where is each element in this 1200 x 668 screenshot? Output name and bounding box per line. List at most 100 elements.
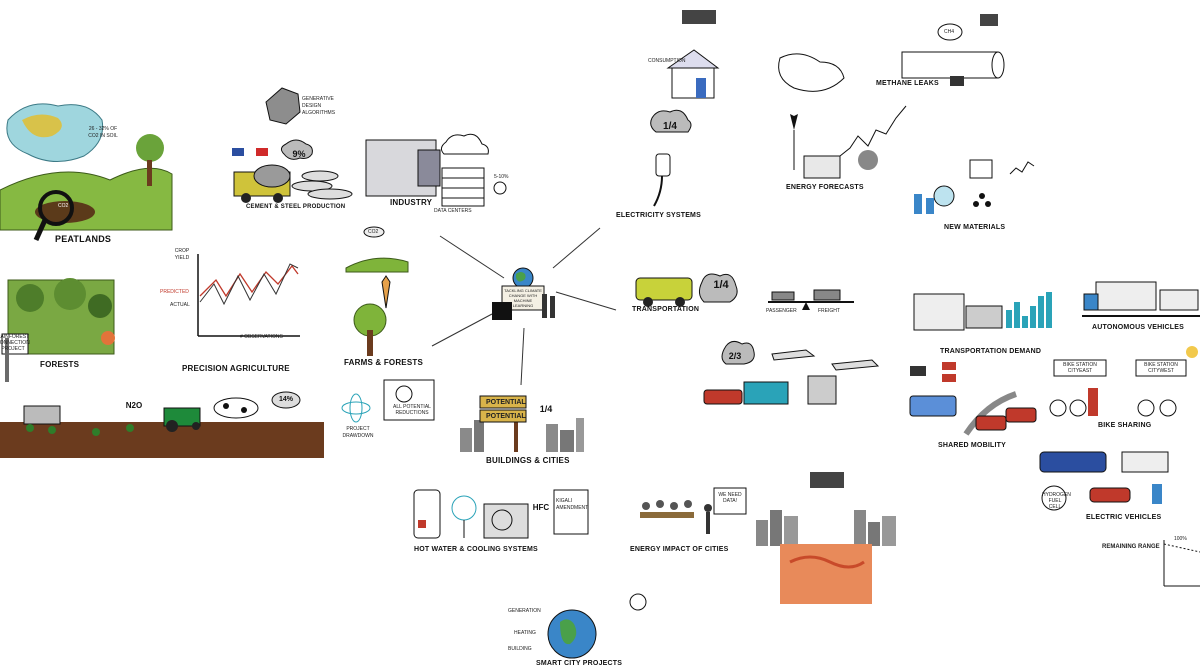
- ev-charger-label: HYDROGEN FUEL CELL: [1042, 492, 1071, 510]
- new-materials-illustration: [914, 159, 1035, 214]
- cow-pct-bubble: 14%: [278, 395, 293, 403]
- buildings-illustration: [460, 395, 584, 452]
- electricity-fraction: 1/4: [663, 120, 677, 132]
- shared-mobility-label: SHARED MOBILITY: [938, 442, 1006, 449]
- bike-station-2: BIKE STATION CITYWEST: [1144, 362, 1178, 374]
- globe-icon: [492, 267, 555, 320]
- drawdown-label: PROJECT DRAWDOWN: [342, 426, 374, 439]
- traffic-illustration: [703, 340, 880, 405]
- energy-cities-label: ENERGY IMPACT OF CITIES: [630, 546, 729, 553]
- new-materials-group[interactable]: NEW MATERIALS: [906, 152, 1036, 234]
- buildings-fraction: 1/4: [539, 404, 553, 414]
- energy-cities-board: WE NEED DATA!: [718, 492, 742, 504]
- precision-ag-label: PRECISION AGRICULTURE: [182, 364, 290, 373]
- electricity-house-sign: CONSUMPTION: [648, 58, 686, 64]
- forests-label: FORESTS: [40, 360, 80, 369]
- peatlands-co2: CO2: [58, 203, 69, 209]
- farms-illustration: [345, 226, 409, 356]
- buildings-group[interactable]: POTENTIAL POTENTIAL 1/4 BUILDINGS & CITI…: [456, 388, 586, 468]
- methane-label: METHANE LEAKS: [876, 80, 939, 87]
- smart-city-label: SMART CITY PROJECTS: [536, 660, 623, 667]
- center-hub[interactable]: Tackling Climate Change with Machine Lea…: [490, 266, 566, 328]
- range-group[interactable]: 100% REMAINING RANGE: [1100, 530, 1200, 590]
- peatlands-group[interactable]: 26 - 32% of CO2 in SOIL CO2 PEATLANDS: [0, 90, 180, 250]
- yield-chart: [197, 254, 300, 337]
- center-hub-text: Tackling Climate Change with Machine Lea…: [504, 288, 542, 308]
- industry-label: INDUSTRY: [390, 198, 433, 207]
- trucks-illustration: [1082, 281, 1200, 317]
- energy-forecasts-illustration: [778, 53, 907, 179]
- city-map-group: [754, 470, 900, 606]
- electricity-label: ELECTRICITY SYSTEMS: [616, 212, 701, 219]
- ev-group[interactable]: HYDROGEN FUEL CELL ELECTRIC VEHICLES: [1034, 440, 1200, 524]
- ev-illustration: [1039, 451, 1169, 511]
- chart-actual: ACTUAL: [170, 302, 190, 308]
- peatlands-stat: 26 - 32% of CO2 in SOIL: [88, 126, 118, 139]
- cement-percent: 9%: [292, 149, 306, 159]
- smart-city-item-0: GENERATION: [508, 608, 541, 614]
- autonomous-label: AUTONOMOUS VEHICLES: [1092, 324, 1184, 331]
- peatlands-label: PEATLANDS: [55, 234, 112, 244]
- hotwater-group[interactable]: HFC KIGALI AMENDMENT HOT WATER & COOLING…: [406, 480, 594, 558]
- forests-sign: RAINFOREST CONNECTION PROJECT: [0, 334, 30, 352]
- smart-city-item-2: BUILDING: [508, 646, 532, 652]
- industry-illustration: [365, 133, 507, 207]
- transport-demand-label: TRANSPORTATION DEMAND: [940, 348, 1042, 355]
- industry-group[interactable]: INDUSTRY DATA CENTERS 5-10%: [362, 128, 522, 220]
- transportation-label: TRANSPORTATION: [632, 306, 700, 313]
- shared-mobility-group[interactable]: SHARED MOBILITY: [906, 360, 1042, 456]
- autonomous-group[interactable]: AUTONOMOUS VEHICLES: [1082, 278, 1200, 336]
- range-axes: [1163, 540, 1200, 587]
- drawdown-illustration: [341, 379, 435, 423]
- hotwater-doc: KIGALI AMENDMENT: [556, 498, 589, 511]
- gen-design-label: GENERATIVE DESIGN ALGORITHMS: [302, 96, 336, 116]
- bike-sharing-group[interactable]: BIKE STATION CITYEAST BIKE STATION CITYW…: [1044, 346, 1200, 432]
- drawdown-group[interactable]: ALL POTENTIAL REDUCTIONS PROJECT DRAWDOW…: [338, 376, 438, 448]
- cement-illustration: [232, 87, 353, 203]
- buildings-sign2: POTENTIAL: [486, 413, 526, 420]
- transport-demand-group[interactable]: TRANSPORTATION DEMAND: [912, 288, 1062, 358]
- smart-city-group[interactable]: GENERATION HEATING BUILDING SMART CITY P…: [500, 590, 660, 668]
- freight-label: FREIGHT: [818, 308, 840, 314]
- smart-city-item-1: HEATING: [514, 630, 536, 636]
- buildings-sign1: POTENTIAL: [486, 399, 526, 406]
- satellite-map-illustration: [756, 472, 896, 604]
- bike-sharing-label: BIKE SHARING: [1098, 422, 1152, 429]
- range-pct: 100%: [1174, 536, 1187, 542]
- n2o-bubble: N2O: [125, 400, 143, 410]
- hotwater-label: HOT WATER & COOLING SYSTEMS: [414, 546, 538, 553]
- precision-ag-group[interactable]: CROP YIELD PREDICTED ACTUAL # OBSERVATIO…: [160, 244, 310, 376]
- farms-group[interactable]: CO2 FARMS & FORESTS: [340, 222, 430, 370]
- transportation-illustration: [635, 273, 738, 307]
- cement-label: CEMENT & STEEL PRODUCTION: [246, 204, 346, 210]
- buildings-label: BUILDINGS & CITIES: [486, 456, 570, 465]
- scale-illustration: [768, 289, 854, 310]
- passenger-label: PASSENGER: [766, 308, 797, 314]
- ev-label: ELECTRIC VEHICLES: [1086, 514, 1162, 521]
- industry-small-pct: 5-10%: [494, 174, 509, 180]
- forests-group[interactable]: RAINFOREST CONNECTION PROJECT FORESTS: [0, 276, 120, 386]
- chart-predicted: PREDICTED: [160, 289, 189, 295]
- bike-station-1: BIKE STATION CITYEAST: [1063, 362, 1097, 374]
- new-materials-label: NEW MATERIALS: [944, 224, 1006, 231]
- methane-group[interactable]: CH4 METHANE LEAKS: [876, 12, 1005, 96]
- energy-cities-group[interactable]: WE NEED DATA! ENERGY IMPACT OF CITIES: [630, 484, 750, 558]
- peatlands-illustration: [0, 103, 173, 242]
- traffic-group[interactable]: 2/3: [702, 340, 888, 410]
- farms-label: FARMS & FORESTS: [344, 358, 424, 367]
- methane-cloud: CH4: [944, 29, 955, 35]
- farms-drone: CO2: [368, 229, 379, 235]
- hotwater-illustration: [413, 489, 589, 539]
- cement-group[interactable]: GENERATIVE DESIGN ALGORITHMS 9% CEMENT &…: [226, 84, 366, 214]
- passenger-freight-group[interactable]: PASSENGER FREIGHT: [764, 286, 860, 320]
- transportation-group[interactable]: 1/4 TRANSPORTATION: [632, 264, 752, 320]
- electricity-group[interactable]: CONSUMPTION 1/4 ELECTRICITY SYSTEMS: [612, 6, 732, 222]
- smart-city-illustration: [547, 593, 647, 659]
- drawdown-card-text: ALL POTENTIAL REDUCTIONS: [393, 404, 431, 416]
- energy-forecasts-label: ENERGY FORECASTS: [786, 184, 864, 191]
- pipeline-illustration: [901, 14, 1005, 86]
- energy-forecasts-group[interactable]: ENERGY FORECASTS: [776, 44, 916, 194]
- soil-illustration: [0, 391, 324, 458]
- energy-cities-illustration: [640, 487, 747, 534]
